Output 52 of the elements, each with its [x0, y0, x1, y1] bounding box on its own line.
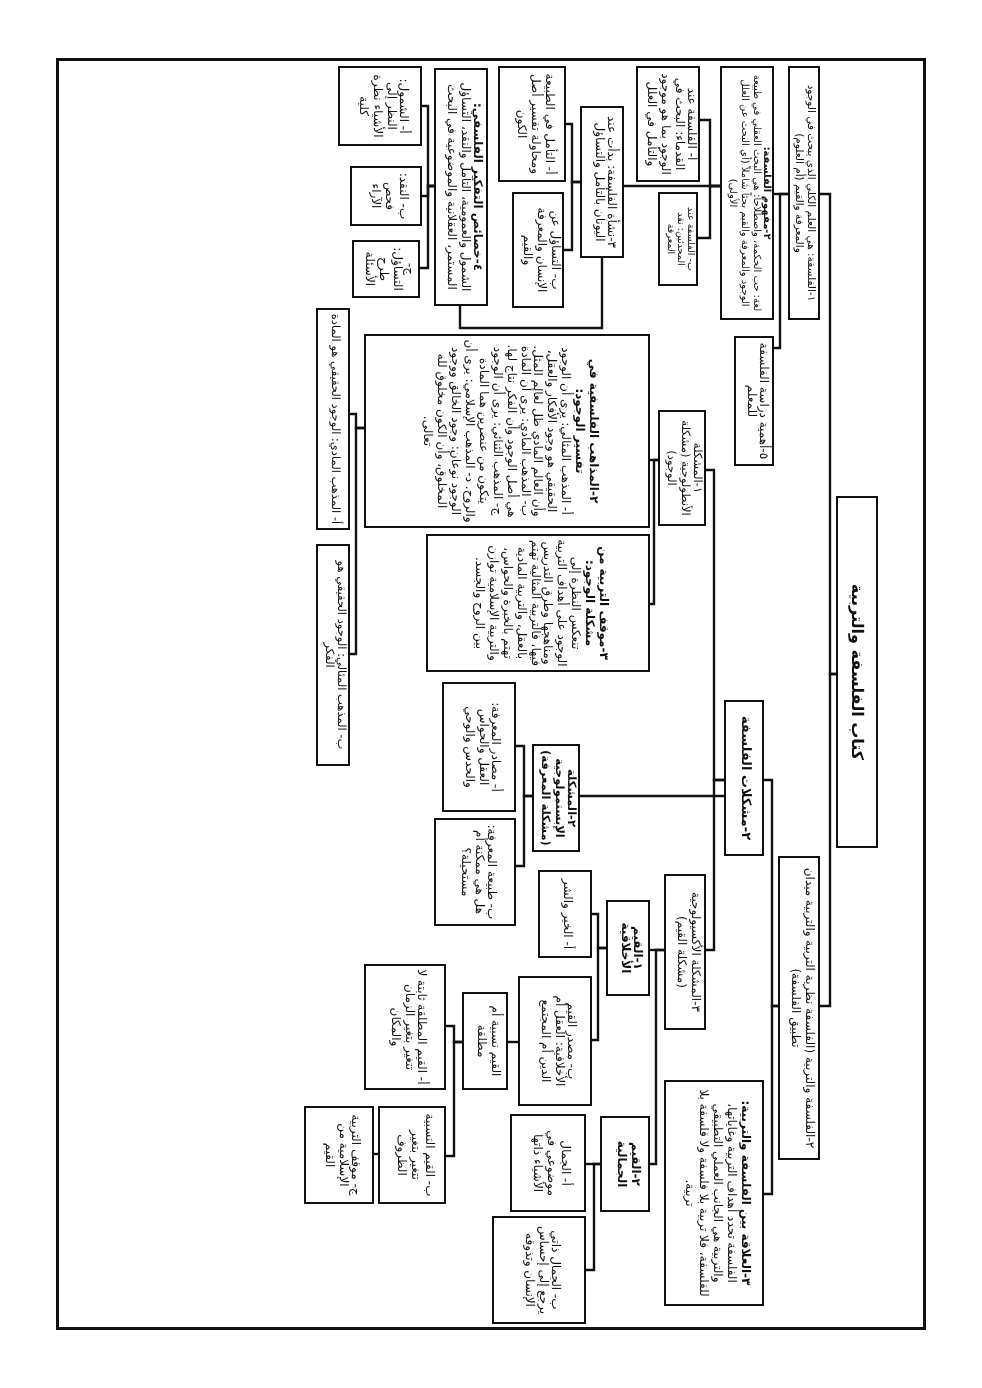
concept-box [316, 544, 350, 766]
concept-box [434, 68, 488, 306]
concept-box [316, 308, 350, 530]
concept-box [600, 1116, 650, 1212]
concept-box [442, 682, 516, 812]
connector-line [458, 258, 604, 330]
concept-box [364, 334, 650, 528]
connector-line [820, 672, 836, 1008]
concept-box [734, 336, 774, 466]
connector-line [650, 948, 664, 1166]
connector-line [624, 184, 720, 188]
connector-line [650, 458, 658, 606]
connector-line [586, 1162, 600, 1272]
concept-box [778, 856, 820, 1160]
concept-box [492, 1216, 586, 1324]
connector-line [580, 794, 724, 798]
connector-line [774, 192, 788, 350]
concept-box [538, 870, 592, 958]
connector-line [350, 426, 364, 656]
concept-box [720, 66, 774, 320]
concept-box [338, 66, 422, 146]
concept-box [512, 192, 564, 308]
concept-box [658, 192, 698, 286]
concept-box [510, 1114, 586, 1212]
concept-box [724, 700, 764, 856]
connector-line [564, 180, 580, 252]
concept-box [606, 900, 650, 996]
root-box [836, 496, 878, 848]
concept-box [462, 992, 508, 1090]
concept-box [364, 964, 446, 1090]
connector-line [764, 1004, 778, 1196]
connector-line [446, 1040, 462, 1158]
concept-box [658, 410, 706, 526]
connector-line [764, 778, 778, 1008]
connector-line [706, 778, 724, 952]
concept-box [434, 818, 516, 926]
concept-box [664, 1080, 764, 1306]
concept-box [350, 166, 422, 226]
connector-line [820, 192, 836, 676]
concept-box [580, 106, 624, 258]
concept-box [304, 1106, 374, 1204]
concept-box [378, 1106, 446, 1204]
connector-line [592, 946, 606, 1042]
concept-box [498, 66, 566, 182]
box-text: كتاب الفلسفة والتربية [848, 581, 867, 765]
concept-box [426, 534, 650, 672]
connector-line [420, 184, 434, 270]
concept-box [788, 66, 820, 320]
concept-box [518, 976, 592, 1106]
connector-line [516, 794, 532, 868]
connector-line [422, 104, 434, 188]
concept-box [664, 874, 706, 1030]
